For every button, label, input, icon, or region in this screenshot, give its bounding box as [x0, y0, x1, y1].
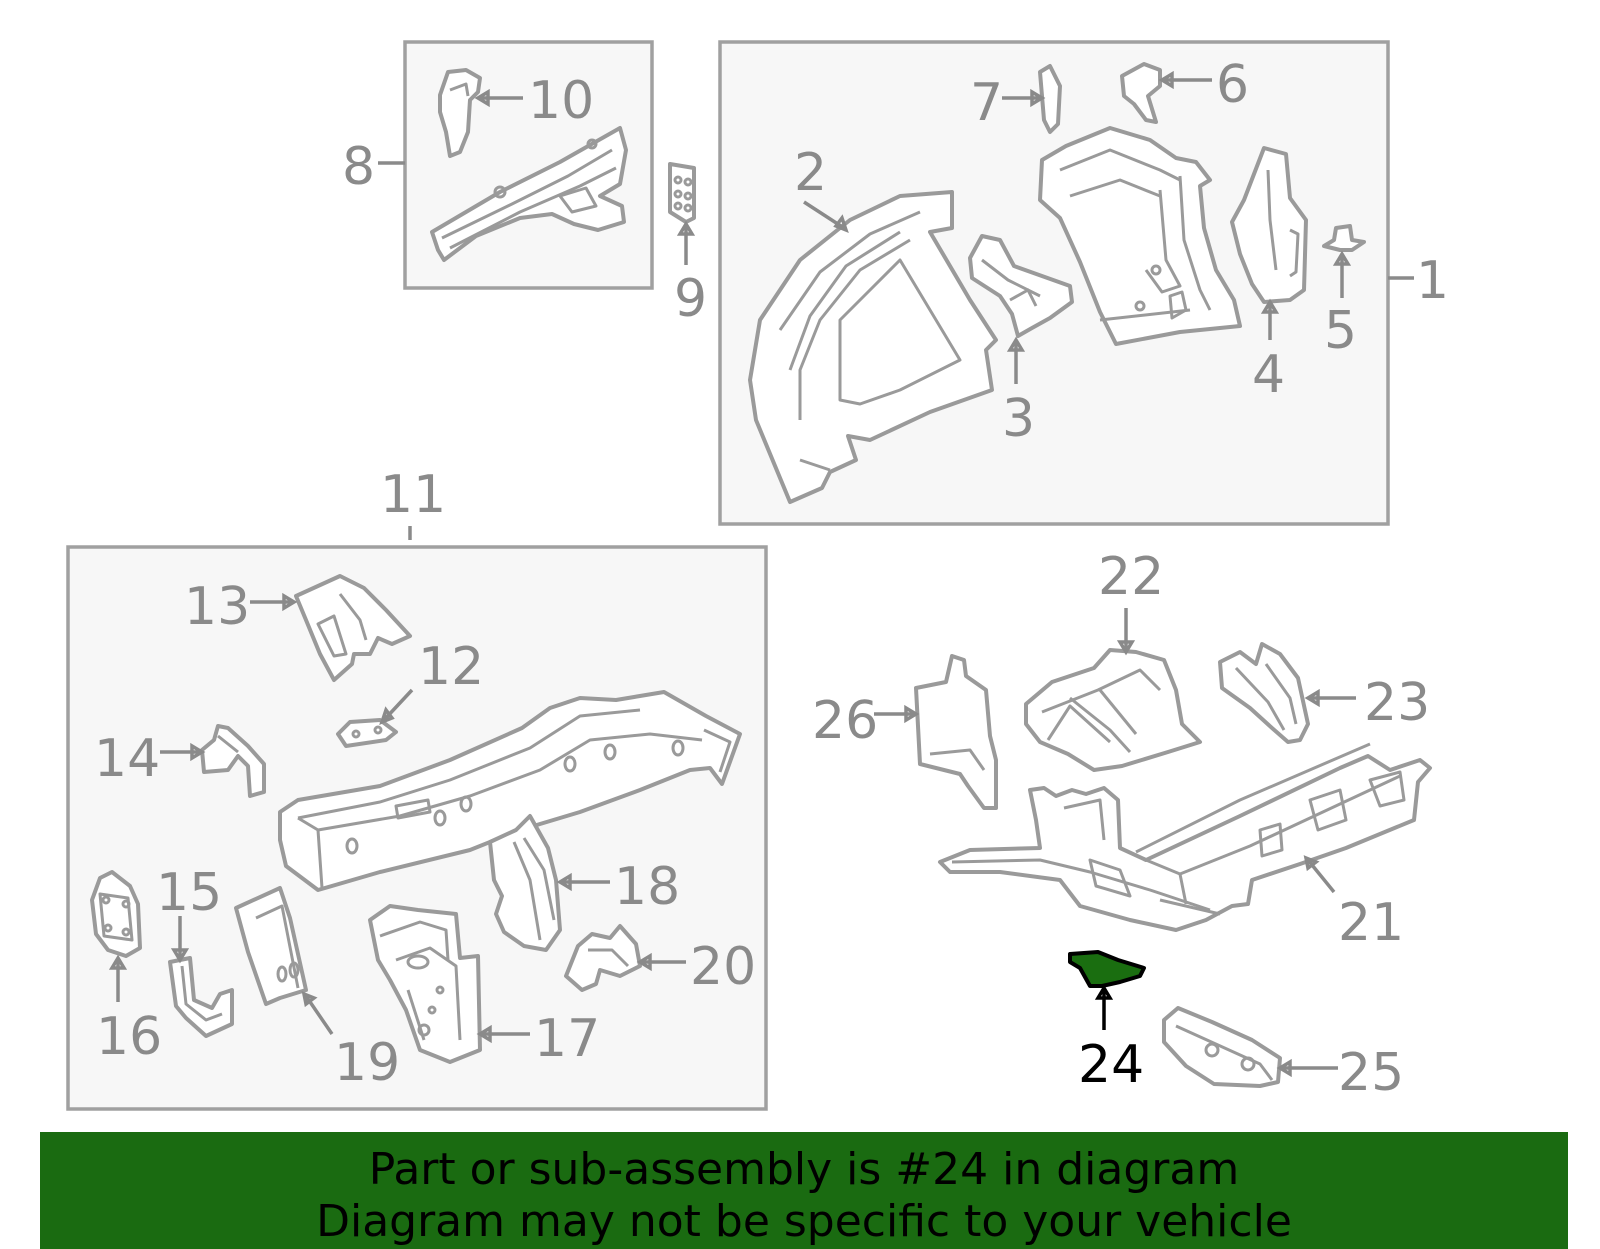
- part-13[interactable]: [294, 574, 412, 682]
- callout-16: 16: [96, 1007, 162, 1067]
- part-2[interactable]: [748, 190, 998, 504]
- banner-line-2: Diagram may not be specific to your vehi…: [316, 1196, 1292, 1247]
- callout-4: 4: [1252, 345, 1285, 405]
- part-14[interactable]: [200, 724, 266, 798]
- part-3[interactable]: [968, 234, 1074, 338]
- callout-1: 1: [1416, 251, 1449, 311]
- part-22[interactable]: [1024, 648, 1202, 772]
- part-5[interactable]: [1322, 224, 1366, 252]
- callout-6: 6: [1216, 55, 1249, 115]
- callout-25: 25: [1338, 1043, 1404, 1103]
- part-25[interactable]: [1162, 1006, 1282, 1088]
- callout-14: 14: [94, 729, 160, 789]
- info-banner: Part or sub-assembly is #24 in diagram D…: [40, 1132, 1568, 1249]
- part-4[interactable]: [1230, 146, 1308, 304]
- callout-15: 15: [156, 863, 222, 923]
- callout-7: 7: [970, 73, 1003, 133]
- part-4-inner-panel[interactable]: [1038, 126, 1242, 346]
- callout-9: 9: [674, 269, 707, 329]
- part-6[interactable]: [1120, 62, 1162, 124]
- part-16[interactable]: [90, 870, 142, 958]
- part-26[interactable]: [914, 654, 998, 810]
- part-19[interactable]: [234, 886, 308, 1006]
- callout-13: 13: [184, 577, 250, 637]
- callout-24: 24: [1078, 1035, 1144, 1095]
- callout-8: 8: [342, 137, 375, 197]
- part-11-rail[interactable]: [278, 690, 742, 892]
- part-9[interactable]: [668, 162, 696, 224]
- callout-17: 17: [534, 1009, 600, 1069]
- part-10[interactable]: [438, 68, 482, 158]
- banner-line-1: Part or sub-assembly is #24 in diagram: [368, 1144, 1240, 1195]
- part-23[interactable]: [1218, 642, 1310, 744]
- part-20[interactable]: [564, 924, 642, 992]
- callout-19: 19: [334, 1033, 400, 1093]
- part-18[interactable]: [488, 814, 562, 952]
- callout-2: 2: [794, 143, 827, 203]
- part-21[interactable]: [938, 742, 1432, 932]
- callout-12: 12: [418, 637, 484, 697]
- callout-22: 22: [1098, 547, 1164, 607]
- part-24[interactable]: [1068, 950, 1146, 988]
- part-15[interactable]: [168, 956, 234, 1038]
- callout-3: 3: [1002, 389, 1035, 449]
- part-17[interactable]: [368, 904, 482, 1064]
- callout-5: 5: [1324, 301, 1357, 361]
- callout-21: 21: [1338, 893, 1404, 953]
- part-7[interactable]: [1038, 64, 1062, 134]
- callout-20: 20: [690, 937, 756, 997]
- callout-26: 26: [812, 691, 878, 751]
- callout-10: 10: [528, 71, 594, 131]
- callout-18: 18: [614, 857, 680, 917]
- part-8-assembly[interactable]: [430, 126, 628, 262]
- part-12[interactable]: [336, 718, 398, 748]
- callout-11: 11: [380, 465, 446, 525]
- callout-23: 23: [1364, 673, 1430, 733]
